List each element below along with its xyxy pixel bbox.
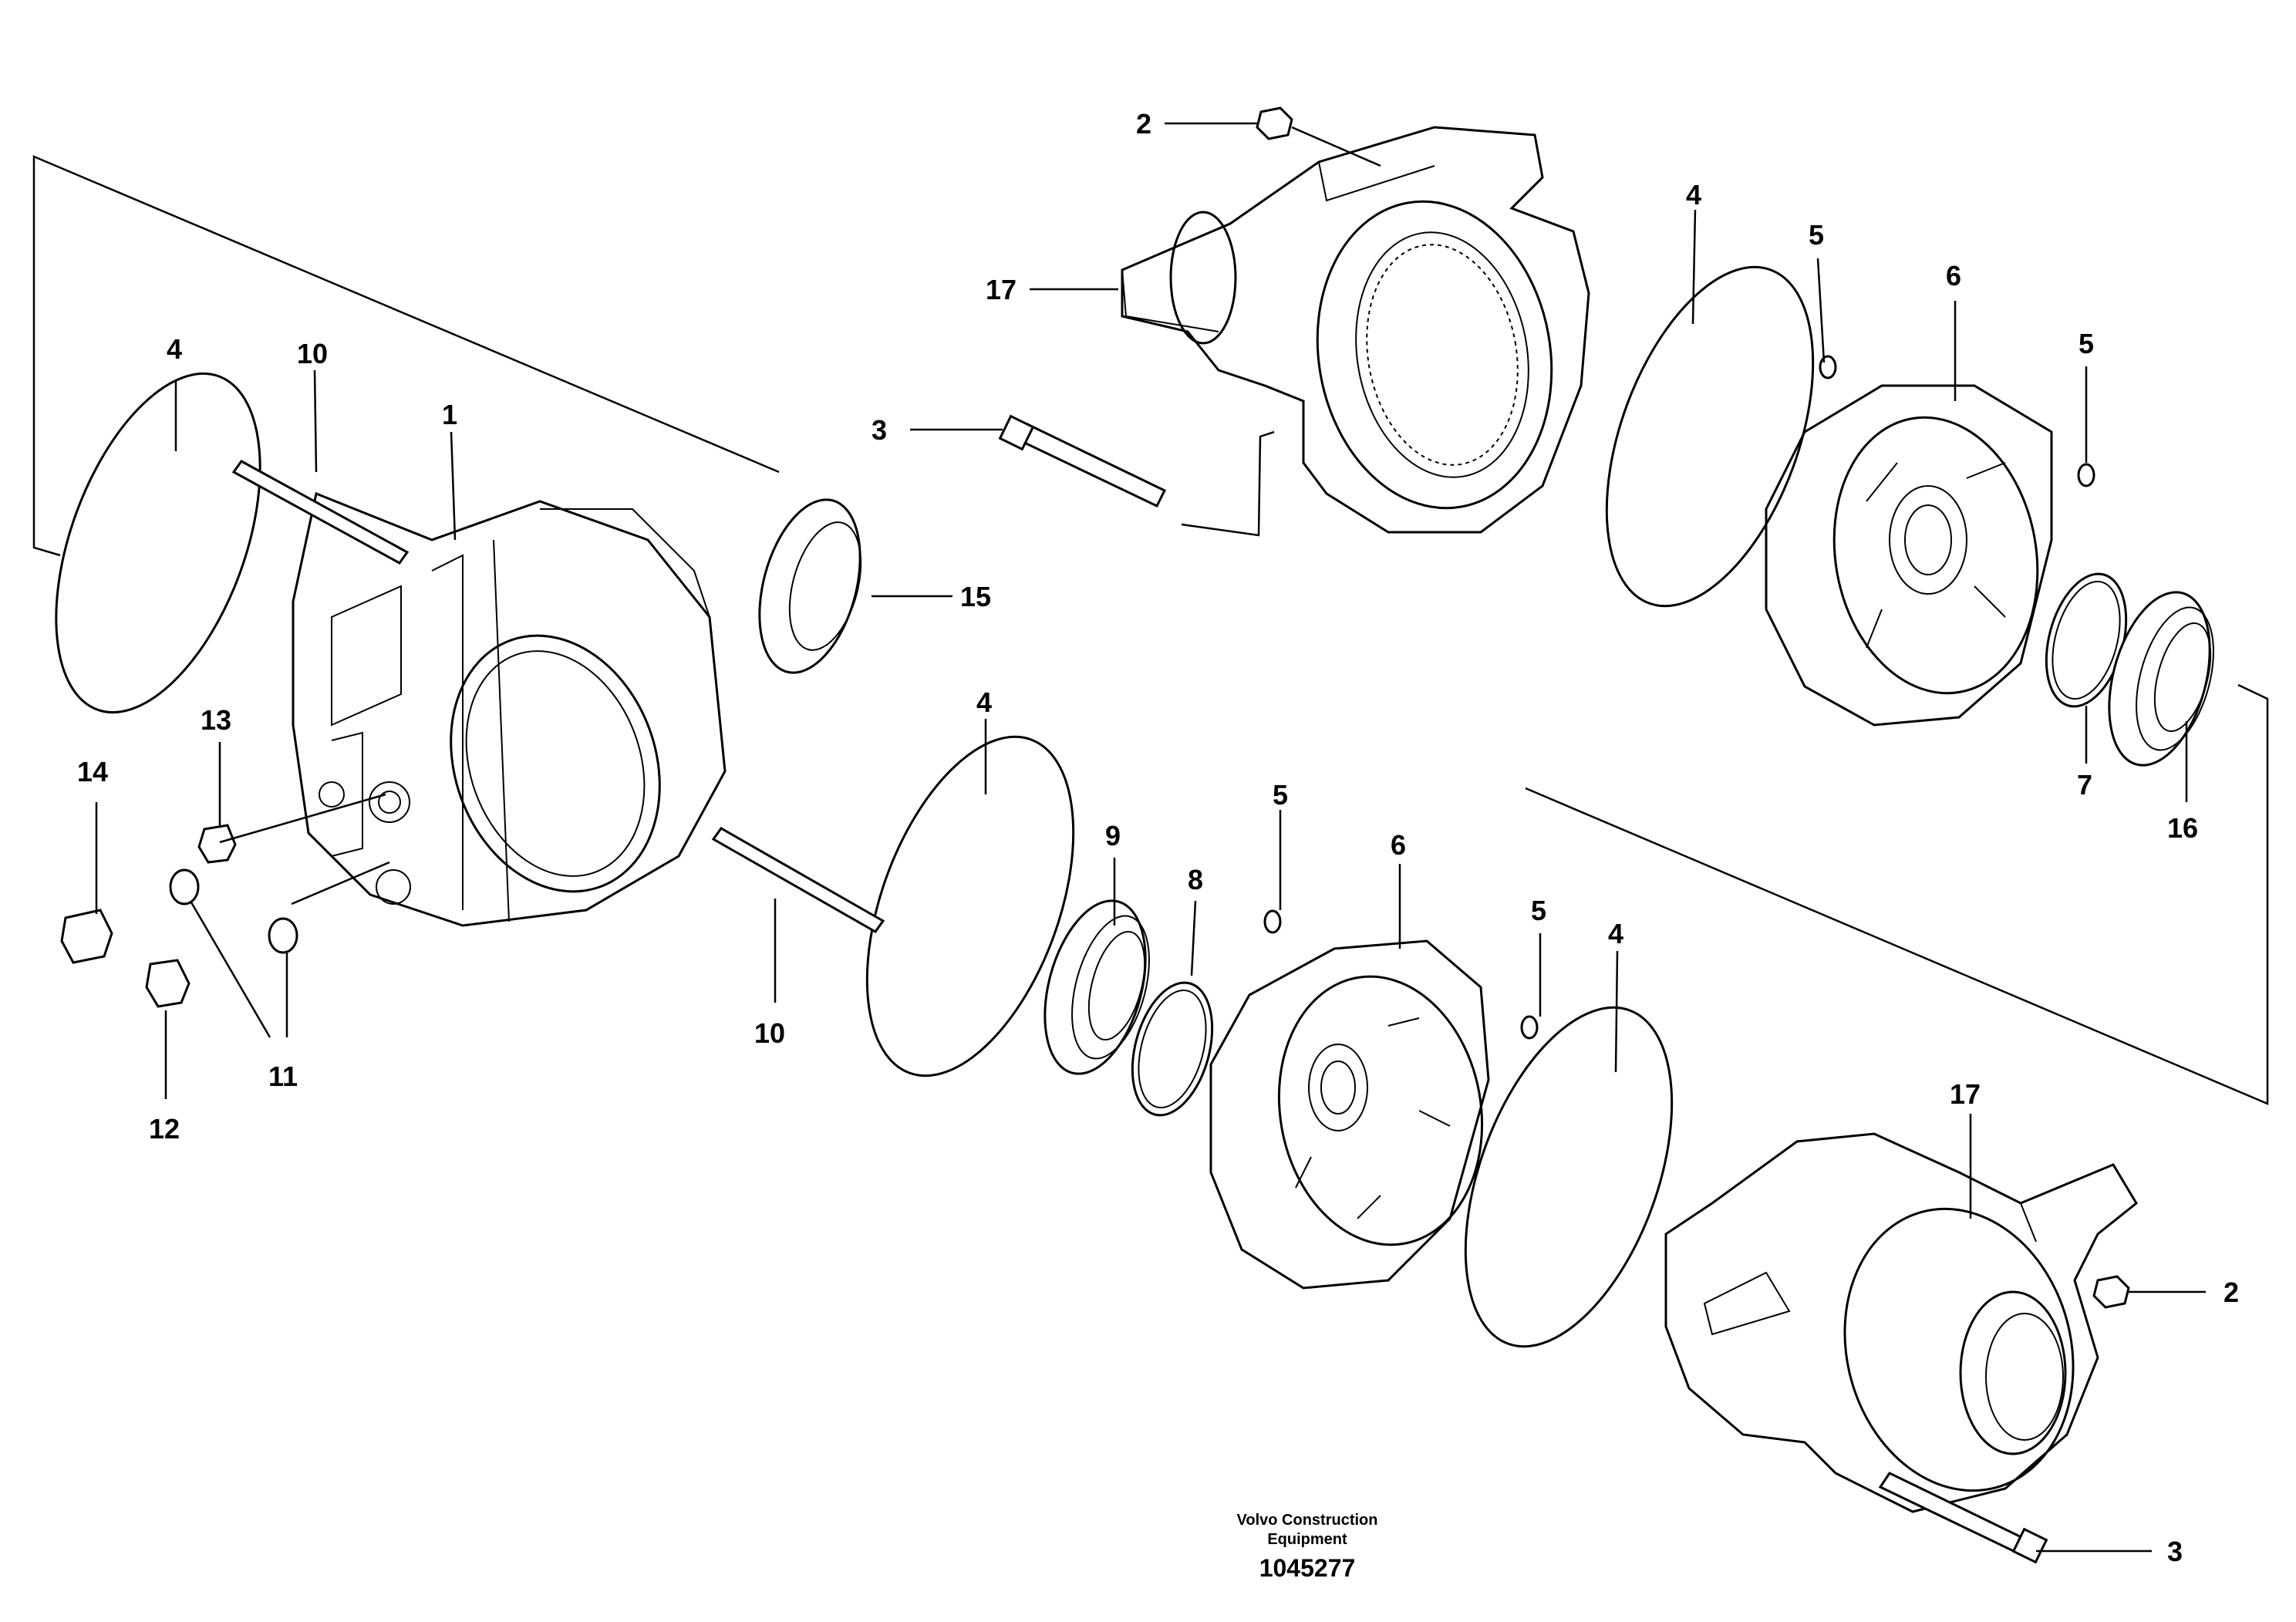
callout-numbers: 2 17 3 4 10 1 4 5 6 5 15 13 14 4 9 8 5 6…: [77, 108, 2239, 1567]
studs-and-bolts: [231, 414, 2048, 1564]
callout-12: 12: [149, 1113, 180, 1145]
o-rings: [55, 265, 1815, 1348]
callout-5-d: 5: [1531, 895, 1546, 926]
callout-1: 1: [442, 399, 457, 430]
o-ring-lower: [1464, 1006, 1674, 1348]
callout-4-top-right: 4: [1686, 179, 1701, 211]
small-fasteners: [60, 106, 2130, 1309]
upper-planet-carrier: [1765, 384, 2053, 727]
callout-5-a: 5: [1809, 219, 1824, 251]
callout-6-top: 6: [1946, 260, 1961, 292]
lower-axle-housing: [1664, 1132, 2138, 1513]
callout-3-top: 3: [872, 414, 887, 446]
drawing-number: 1045277: [1259, 1554, 1356, 1582]
callout-4-left: 4: [167, 333, 182, 365]
assembly-frame-lines: [32, 155, 2269, 1105]
callout-4-lower: 4: [1608, 918, 1623, 949]
callout-11: 11: [268, 1061, 298, 1092]
callout-17-bottom: 17: [1950, 1078, 1981, 1110]
main-housing: [292, 491, 727, 927]
callout-7: 7: [2077, 769, 2092, 801]
o-ring-top-right: [1605, 265, 1815, 608]
callout-5-c: 5: [1273, 779, 1288, 811]
callout-3-bottom: 3: [2167, 1536, 2183, 1567]
callout-5-b: 5: [2079, 328, 2094, 359]
callout-16: 16: [2167, 812, 2198, 844]
upper-axle-housing: [1121, 126, 1590, 534]
callout-4-middle: 4: [976, 686, 992, 718]
footer: Volvo Construction Equipment 1045277: [1237, 1512, 1378, 1582]
callout-9: 9: [1105, 820, 1121, 851]
bearings-and-seal: [758, 498, 2214, 1075]
callout-6-lower: 6: [1391, 829, 1406, 861]
callout-15: 15: [960, 581, 991, 612]
company-name-line1: Volvo Construction: [1237, 1512, 1378, 1529]
callout-14: 14: [77, 756, 108, 787]
leader-lines: [95, 122, 2206, 1553]
callout-10-bottom: 10: [754, 1017, 785, 1049]
company-name-line2: Equipment: [1267, 1531, 1347, 1548]
lower-planet-carrier: [1209, 939, 1490, 1290]
callout-10-top: 10: [297, 338, 328, 369]
o-ring-left: [55, 372, 261, 714]
callout-13: 13: [201, 704, 231, 736]
o-ring-middle: [865, 735, 1075, 1077]
callout-17-top: 17: [986, 274, 1017, 305]
callout-2-top: 2: [1136, 108, 1151, 140]
callout-2-bottom: 2: [2224, 1276, 2239, 1308]
callout-8: 8: [1188, 864, 1203, 895]
